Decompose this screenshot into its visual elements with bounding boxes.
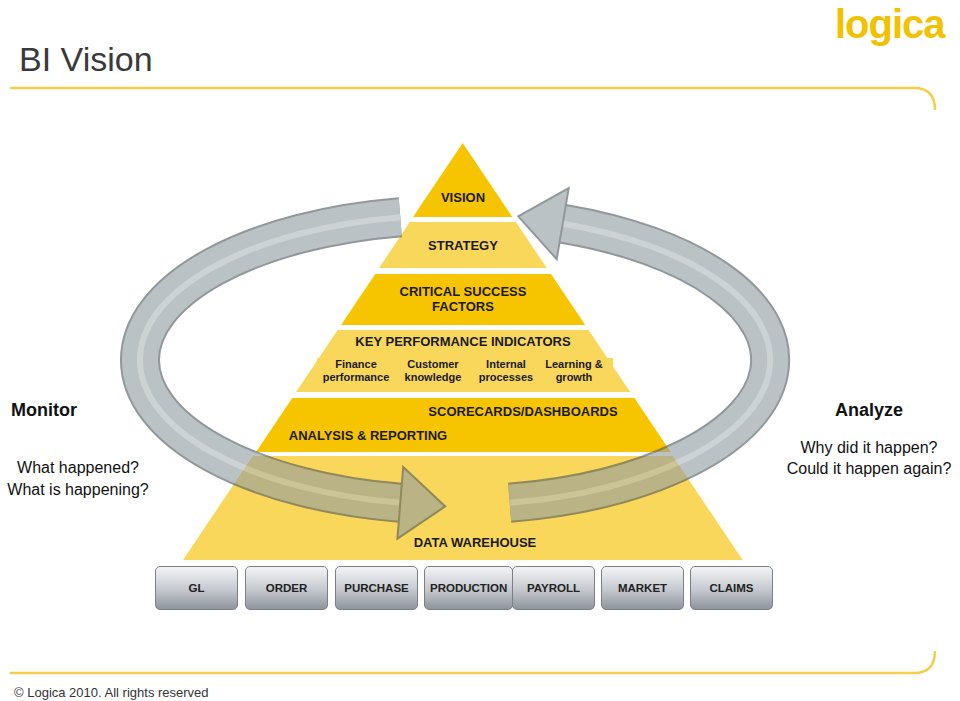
band-heading: SCORECARDS/DASHBOARDS <box>426 405 619 420</box>
band-heading: DATA WAREHOUSE <box>412 536 539 551</box>
source-label: PAYROLL <box>527 582 580 594</box>
band-text: Finance performance <box>317 358 395 383</box>
band-text: ANALYSIS & REPORTING <box>287 429 449 444</box>
source-label: MARKET <box>618 582 667 594</box>
band-heading: CRITICAL SUCCESS FACTORS <box>386 285 540 315</box>
pyramid-band: KEY PERFORMANCE INDICATORS Finance perfor… <box>296 330 630 392</box>
band-fill <box>256 398 671 452</box>
band-fill <box>296 330 630 392</box>
band-fill <box>413 143 512 217</box>
pyramid-band: STRATEGY <box>379 222 547 268</box>
band-heading: VISION <box>439 191 487 206</box>
source-system-box: MARKET <box>601 566 684 610</box>
copyright-note: © Logica 2010. All rights reserved <box>14 685 209 701</box>
band-heading: STRATEGY <box>426 239 500 254</box>
phase-questions: Why did it happen? Could it happen again… <box>781 437 957 479</box>
source-system-box: ORDER <box>245 566 328 610</box>
source-label: PRODUCTION <box>430 582 507 594</box>
company-logo: logica <box>835 0 945 48</box>
pyramid-band: DATA WAREHOUSE <box>183 456 743 560</box>
band-fill <box>183 456 743 560</box>
source-system-box: GL <box>155 566 238 610</box>
band-fill <box>341 274 585 325</box>
band-heading: KEY PERFORMANCE INDICATORS <box>353 335 572 350</box>
phase-heading: Analyze <box>781 400 957 422</box>
phase-heading: Monitor <box>11 400 77 422</box>
band-shape <box>413 143 512 217</box>
source-label: PURCHASE <box>344 582 409 594</box>
source-system-box: PAYROLL <box>512 566 595 610</box>
band-text: Internal processes <box>467 358 545 383</box>
source-system-box: PURCHASE <box>335 566 418 610</box>
header-rule <box>10 88 935 110</box>
band-text: Learning & growth <box>535 358 613 383</box>
source-system-box: CLAIMS <box>690 566 773 610</box>
source-system-box: PRODUCTION <box>424 566 513 610</box>
phase-questions: What happened? What is happening? <box>2 457 154 501</box>
source-label: ORDER <box>266 582 308 594</box>
pyramid-band: VISION <box>413 143 512 217</box>
source-label: CLAIMS <box>709 582 753 594</box>
pyramid-band: SCORECARDS/DASHBOARDS ANALYSIS & REPORTIN… <box>256 398 671 452</box>
slide-title: BI Vision <box>19 40 153 79</box>
source-label: GL <box>189 582 205 594</box>
pyramid-band: CRITICAL SUCCESS FACTORS <box>341 274 585 325</box>
band-text: Customer knowledge <box>394 358 472 383</box>
band-fill <box>379 222 547 268</box>
footer-rule <box>10 651 935 673</box>
